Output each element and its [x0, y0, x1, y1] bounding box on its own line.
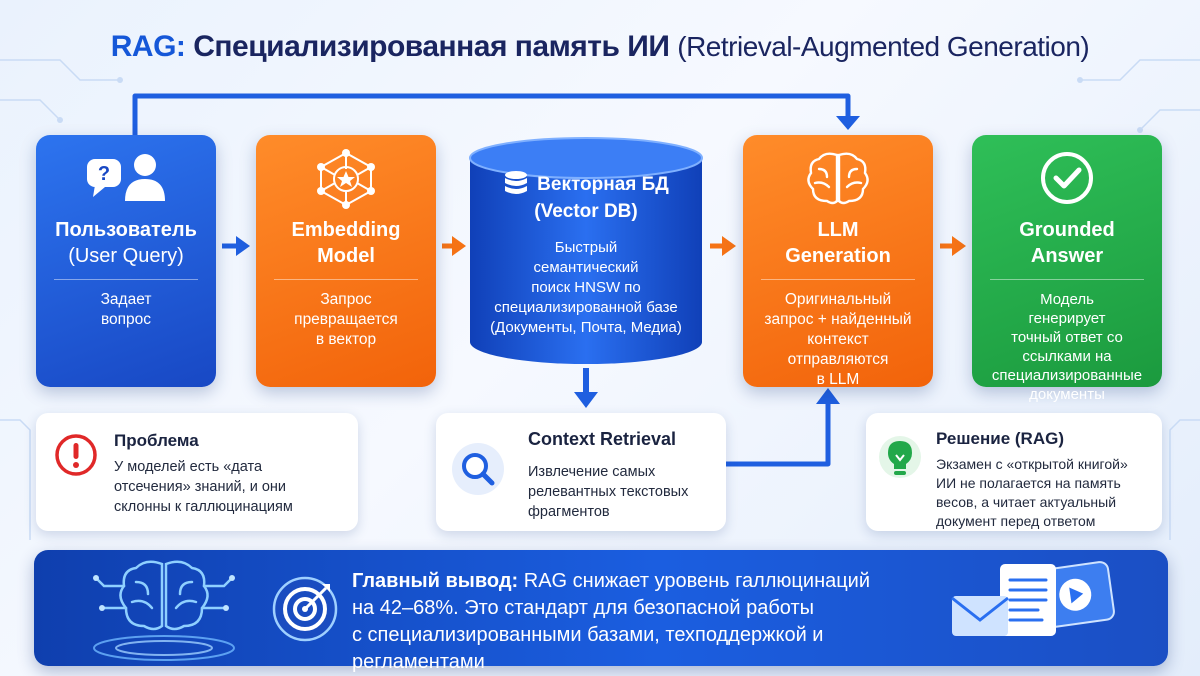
documents-media-icon — [951, 561, 1115, 636]
user-card-title: Пользователь — [55, 219, 197, 241]
warning-icon — [55, 434, 97, 476]
vector-db-content: Векторная БД (Vector DB) Быстрый семанти… — [466, 170, 706, 338]
grounded-answer-card: Grounded Answer Модель генерирует точный… — [972, 135, 1162, 403]
user-question-icon: ? — [87, 154, 165, 201]
brain-icon — [807, 152, 869, 205]
user-card-subtitle: (User Query) — [68, 245, 184, 267]
context-retrieval-box: Context Retrieval Извлечение самых релев… — [436, 413, 726, 531]
solution-text: ИИ не полагается на память — [936, 475, 1121, 491]
search-icon — [452, 443, 504, 495]
context-title: Context Retrieval — [528, 429, 677, 449]
vector-db-text: Быстрый — [554, 239, 618, 256]
answer-card-title: Grounded — [1019, 219, 1115, 241]
title-subtitle: (Retrieval-Augmented Generation) — [677, 31, 1090, 62]
answer-card-text: Модель — [1040, 291, 1094, 308]
llm-card-text: запрос + найденный — [764, 311, 912, 328]
user-card-text: вопрос — [100, 311, 152, 328]
lightbulb-icon — [879, 436, 921, 478]
embedding-card-text: Запрос — [320, 291, 372, 308]
divider — [274, 279, 418, 280]
conclusion-line: на 42–68%. Это стандарт для безопасной р… — [352, 597, 815, 619]
conclusion-banner — [34, 550, 1168, 666]
problem-text: отсечения» знаний, и они — [114, 479, 287, 495]
embedding-card-text: в вектор — [315, 331, 377, 348]
llm-card-text: Оригинальный — [784, 291, 892, 308]
solution-title: Решение (RAG) — [936, 429, 1064, 448]
llm-card-text: контекст — [807, 331, 869, 348]
vector-db-text: (Документы, Почта, Медиа) — [490, 319, 682, 336]
answer-card-text: специализированные — [991, 367, 1143, 384]
problem-title: Проблема — [114, 431, 199, 450]
answer-card-text: документы — [1029, 386, 1105, 403]
divider — [54, 279, 198, 280]
solution-box: Решение (RAG) Экзамен с «открытой книгой… — [866, 413, 1162, 531]
problem-text: У моделей есть «дата — [114, 459, 263, 475]
llm-card-text: в LLM — [816, 371, 860, 388]
embedding-card-title: Embedding — [291, 219, 401, 241]
llm-card-subtitle: Generation — [785, 245, 891, 267]
solution-text: весов, а читает актуальный — [936, 494, 1117, 510]
vector-db-text: специализированной базе — [494, 299, 678, 316]
embedding-card-subtitle: Model — [317, 245, 375, 267]
neural-network-icon — [317, 149, 375, 209]
user-card-text: Задает — [100, 291, 152, 308]
arrow-user-to-llm — [132, 93, 851, 135]
answer-card-subtitle: Answer — [1030, 245, 1104, 267]
answer-card-text: точный ответ со — [1011, 329, 1123, 346]
title-main: Специализированная память ИИ — [193, 30, 670, 63]
context-text: фрагментов — [528, 504, 610, 520]
llm-card-text: отправляются — [787, 351, 889, 368]
context-text: Извлечение самых — [528, 464, 656, 480]
vector-db-text: поиск HNSW по — [531, 279, 641, 296]
divider — [761, 279, 915, 280]
conclusion-label: Главный вывод: — [352, 570, 519, 592]
embedding-model-card: Embedding Model Запрос превращается в ве… — [256, 135, 436, 387]
solution-text: Экзамен с «открытой книгой» — [936, 456, 1128, 472]
database-icon — [505, 171, 528, 194]
llm-card-title: LLM — [817, 219, 859, 241]
divider — [990, 279, 1144, 280]
answer-card-text: ссылками на — [1022, 348, 1112, 365]
conclusion-line: с специализированными базами, техподдерж… — [352, 624, 824, 673]
vector-db-text: семантический — [533, 259, 639, 276]
solution-text: документ перед ответом — [936, 513, 1096, 529]
vector-db-subtitle: (Vector DB) — [534, 201, 638, 222]
arrow-context-to-llm — [726, 402, 831, 467]
embedding-card-text: превращается — [294, 311, 398, 328]
target-icon — [272, 576, 338, 642]
user-query-card: ? Пользователь (User Query) Задает вопро… — [36, 135, 216, 387]
title-accent: RAG: — [110, 30, 186, 63]
vector-db-cylinder — [469, 137, 703, 364]
svg-text:?: ? — [98, 163, 110, 185]
conclusion-line: RAG снижает уровень галлюцинаций — [518, 570, 871, 592]
brain-circuit-icon — [93, 560, 235, 661]
conclusion-text: Главный вывод: RAG снижает уровень галлю… — [352, 568, 952, 676]
answer-card-text: генерирует — [1028, 310, 1106, 327]
context-text: релевантных текстовых — [528, 484, 689, 500]
problem-box: Проблема У моделей есть «дата отсечения»… — [36, 413, 358, 531]
vector-db-title: Векторная БД — [537, 174, 669, 195]
page-title: RAG: Специализированная память ИИ (Retri… — [0, 30, 1200, 64]
llm-generation-card: LLM Generation Оригинальный запрос + най… — [743, 135, 933, 388]
problem-text: склонны к галлюцинациям — [114, 499, 293, 515]
check-circle-icon — [1041, 152, 1093, 204]
